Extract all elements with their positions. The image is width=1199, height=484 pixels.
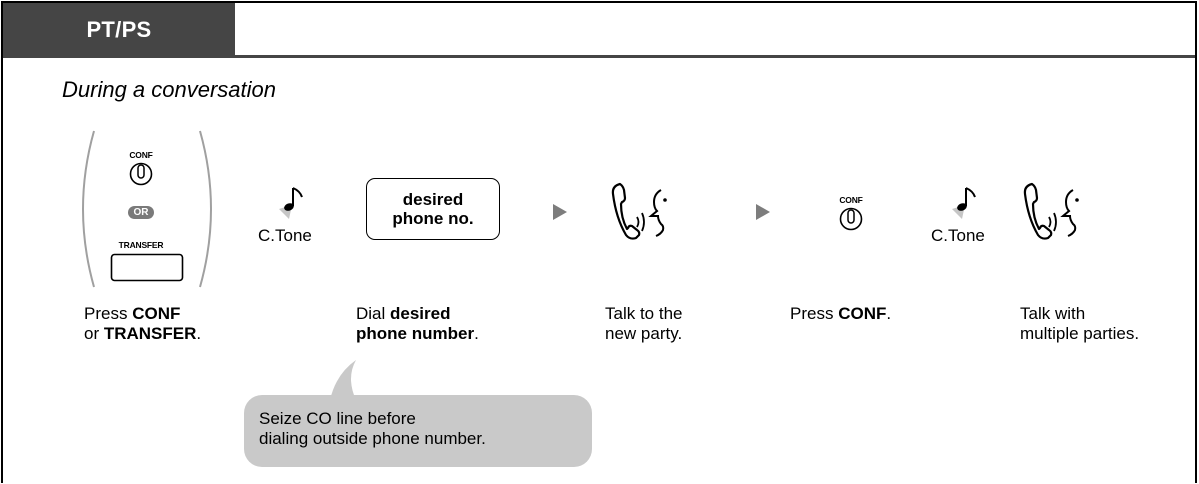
header-tab: PT/PS: [3, 3, 235, 56]
dial-box-line2: phone no.: [392, 209, 474, 228]
conf-key-label: CONF: [839, 195, 863, 205]
callout-bubble: [244, 395, 592, 467]
callout-pointer: [330, 360, 356, 400]
right-triangle-arrow-icon: [756, 204, 770, 220]
dial-box-line1: desired: [402, 190, 464, 209]
right-triangle-arrow-icon: [553, 204, 567, 220]
callout-line1: Seize CO line before: [259, 409, 416, 428]
step5-caption-line2: multiple parties.: [1020, 324, 1140, 343]
step1-caption-line2: or TRANSFER.: [84, 324, 202, 343]
transfer-key-label: TRANSFER: [118, 240, 164, 250]
left-paren-bracket: [82, 130, 95, 288]
conf-key-label: CONF: [129, 150, 153, 160]
callout-line2: dialing outside phone number.: [259, 429, 486, 448]
handset-talking-icon: [611, 182, 667, 240]
dial-number-box[interactable]: desired phone no.: [366, 178, 500, 240]
step1-caption-line1: Press CONF: [84, 304, 181, 323]
music-note-icon: [279, 187, 303, 219]
header-divider: [3, 55, 1195, 58]
step2-caption-line1: Dial desired: [356, 304, 451, 323]
right-paren-bracket: [199, 130, 212, 288]
step2-caption-line2: phone number.: [356, 324, 479, 343]
transfer-button-icon[interactable]: [110, 253, 184, 283]
music-note-icon: [952, 187, 976, 219]
handset-talking-icon: [1023, 182, 1079, 240]
or-badge: OR: [128, 206, 154, 219]
conf-button-icon[interactable]: [129, 160, 153, 188]
step4-caption: Press CONF.: [790, 304, 892, 323]
callout-note: Seize CO line before dialing outside pho…: [259, 409, 486, 449]
step3-caption-line2: new party.: [605, 324, 683, 343]
step3-caption-line1: Talk to the: [605, 304, 683, 323]
conf-button-icon[interactable]: [839, 205, 863, 233]
condition-subtitle: During a conversation: [62, 77, 277, 102]
confirmation-tone-label: C.Tone: [258, 226, 312, 245]
confirmation-tone-label: C.Tone: [931, 226, 985, 245]
step5-caption-line1: Talk with: [1020, 304, 1086, 323]
